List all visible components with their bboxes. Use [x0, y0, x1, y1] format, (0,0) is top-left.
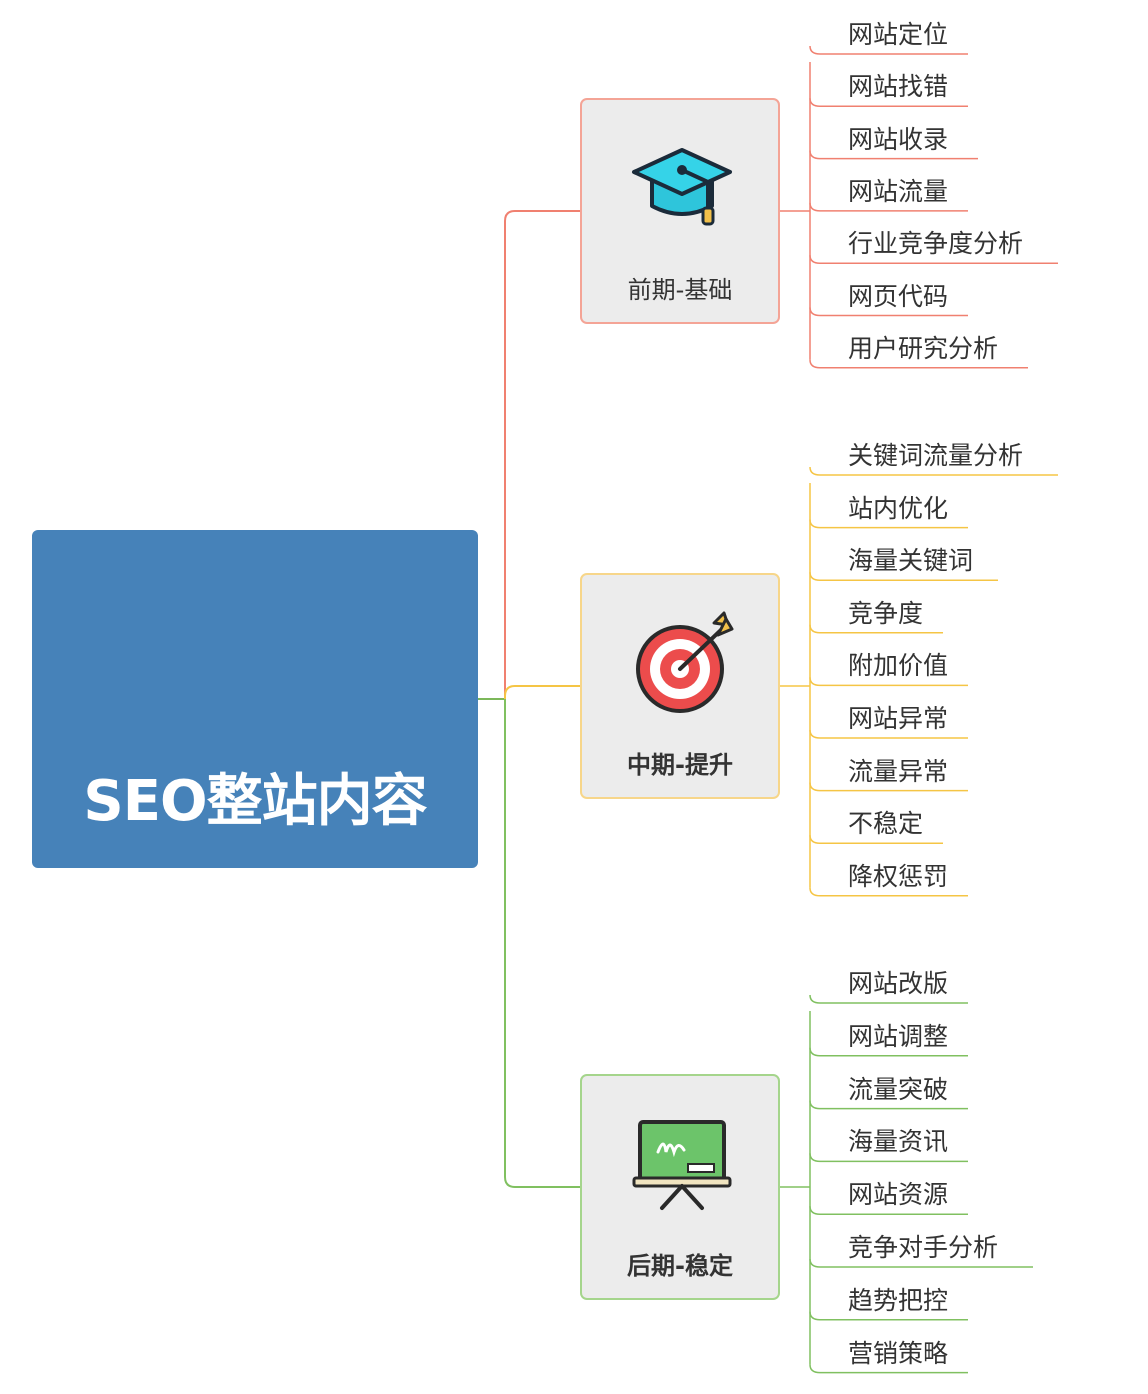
- leaf-item: 营销策略: [848, 1338, 949, 1368]
- stage-label: 前期-基础: [627, 276, 733, 304]
- stage-label: 中期-提升: [627, 751, 733, 779]
- stage-label: 后期-稳定: [627, 1252, 733, 1280]
- leaf-item: 趋势把控: [848, 1285, 949, 1315]
- leaf-underline: [809, 255, 1058, 264]
- leaf-underline: [809, 307, 968, 317]
- stage-node-late: 后期-稳定: [580, 1074, 780, 1300]
- leaf-underline: [809, 466, 1058, 476]
- leaf-underline: [809, 729, 968, 739]
- leaf-underline: [809, 624, 943, 634]
- leaf-item: 站内优化: [848, 493, 949, 523]
- leaf-underline: [809, 45, 968, 55]
- leaf-item: 竞争度: [848, 598, 924, 628]
- leaf-underline: [809, 835, 943, 844]
- stage-node-early: 前期-基础: [580, 98, 780, 324]
- leaf-item: 关键词流量分析: [848, 441, 1024, 470]
- leaf-underline: [809, 202, 968, 212]
- branch-connector: [504, 210, 580, 699]
- branch-connector: [504, 699, 580, 1188]
- root-title: SEO整站内容: [83, 769, 427, 834]
- leaf-underline: [809, 150, 978, 160]
- graduation-cap-icon: [632, 148, 732, 226]
- leaf-item: 网站流量: [848, 176, 949, 206]
- leaf-underline: [809, 1153, 968, 1163]
- leaf-underline: [809, 887, 968, 897]
- leaf-item: 海量关键词: [848, 546, 974, 576]
- leaf-underline: [809, 1258, 1033, 1268]
- leaf-underline: [809, 572, 998, 581]
- leaf-item: 网站资源: [848, 1180, 949, 1210]
- leaf-item: 流量异常: [848, 756, 949, 786]
- leaf-item: 网站收录: [848, 124, 949, 154]
- root-node: SEO整站内容: [32, 530, 478, 868]
- leaf-item: 流量突破: [848, 1074, 949, 1104]
- branch-connector: [504, 685, 580, 699]
- leaf-item: 网站找错: [848, 72, 949, 102]
- leaf-item: 网页代码: [848, 281, 949, 311]
- blackboard-icon: [632, 1120, 732, 1210]
- leaf-underline: [809, 1047, 968, 1057]
- leaf-item: 降权惩罚: [848, 861, 949, 891]
- leaf-underline: [809, 519, 968, 529]
- leaf-underline: [809, 1206, 968, 1215]
- leaf-item: 竞争对手分析: [848, 1233, 999, 1262]
- leaf-underline: [809, 98, 968, 108]
- leaf-item: 附加价值: [848, 651, 949, 681]
- leaf-underline: [809, 782, 968, 792]
- leaf-underline: [809, 994, 968, 1004]
- leaf-underline: [809, 1364, 968, 1374]
- leaf-underline: [809, 359, 1028, 369]
- leaf-item: 网站调整: [848, 1021, 949, 1051]
- leaf-underline: [809, 677, 968, 687]
- leaf-item: 海量资讯: [848, 1127, 949, 1157]
- stage-node-middle: 中期-提升: [580, 573, 780, 799]
- leaf-item: 网站改版: [848, 969, 949, 998]
- target-icon: [636, 611, 734, 713]
- leaf-underline: [809, 1311, 968, 1321]
- leaf-underline: [809, 1100, 968, 1110]
- leaf-item: 网站定位: [848, 20, 949, 49]
- leaf-item: 不稳定: [848, 809, 924, 839]
- leaf-item: 行业竞争度分析: [848, 229, 1024, 259]
- leaf-item: 用户研究分析: [848, 333, 999, 363]
- leaf-item: 网站异常: [848, 704, 949, 733]
